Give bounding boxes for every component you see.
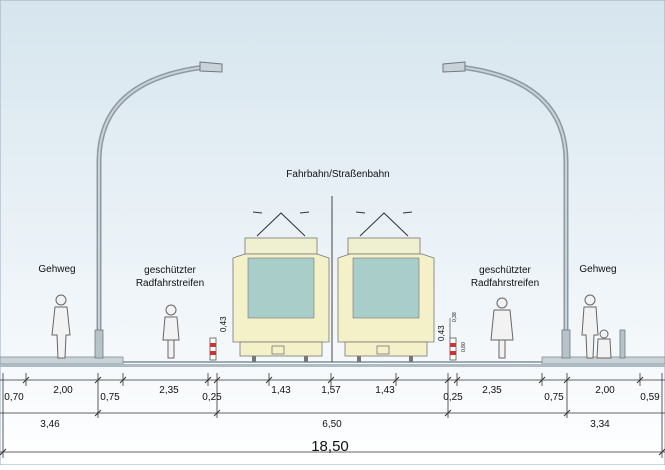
street-light-right	[442, 61, 571, 359]
sidewalk-left-label: Gehweg	[38, 264, 75, 275]
dimension-ticks	[0, 376, 665, 456]
dim-1-43-right: 1,43	[375, 385, 395, 396]
bikelane-left-label-2: Radfahrstreifen	[136, 278, 204, 289]
pedestrian-left-icon	[51, 294, 71, 359]
tram-right	[337, 211, 435, 362]
right-curb-dim-bottom: 0,80	[461, 342, 467, 352]
dim-0-70: 0,70	[4, 392, 24, 403]
dim-0-75-right: 0,75	[544, 392, 564, 403]
barrier-left	[209, 337, 217, 361]
dim-0-25-right: 0,25	[443, 392, 463, 403]
bikelane-left-label-1: geschützter	[144, 265, 196, 276]
dim-total: 18,50	[311, 438, 349, 455]
dimension-row-2: 3,46 6,50 3,34	[40, 419, 610, 430]
ground-base	[0, 364, 665, 367]
dimension-row-1: 0,70 2,00 0,75 2,35 0,25 1,43 1,57 1,43 …	[4, 385, 660, 403]
cyclist-right-icon	[490, 297, 514, 359]
carriageway-label: Fahrbahn/Straßenbahn	[286, 169, 389, 180]
dim-1-43-left: 1,43	[271, 385, 291, 396]
dim-1-57: 1,57	[321, 385, 341, 396]
pedestrian-right-icon	[581, 294, 599, 359]
bollard	[619, 329, 626, 359]
right-curb-dim-top: 0,38	[452, 312, 458, 322]
dim-3-34: 3,34	[590, 419, 610, 430]
dim-2-35-left: 2,35	[159, 385, 179, 396]
barrier-right	[449, 337, 457, 361]
bikelane-right-label-1: geschützter	[479, 265, 531, 276]
right-barrier-dim: 0,43	[437, 325, 446, 341]
dim-2-00-right: 2,00	[595, 385, 615, 396]
child-stroller-icon	[596, 329, 612, 359]
dim-0-75-left: 0,75	[100, 392, 120, 403]
dim-2-35-right: 2,35	[482, 385, 502, 396]
street-light-left	[94, 61, 223, 359]
cyclist-left-icon	[162, 304, 180, 359]
dim-6-50: 6,50	[322, 419, 342, 430]
dim-3-46: 3,46	[40, 419, 60, 430]
left-barrier-dim: 0,43	[219, 316, 228, 332]
bikelane-right-label-2: Radfahrstreifen	[471, 278, 539, 289]
dim-0-59: 0,59	[640, 392, 660, 403]
dim-0-25-left: 0,25	[202, 392, 222, 403]
people	[51, 294, 612, 359]
dim-2-00-left: 2,00	[53, 385, 73, 396]
sidewalk-right-label: Gehweg	[579, 264, 616, 275]
tram-left	[232, 211, 330, 362]
